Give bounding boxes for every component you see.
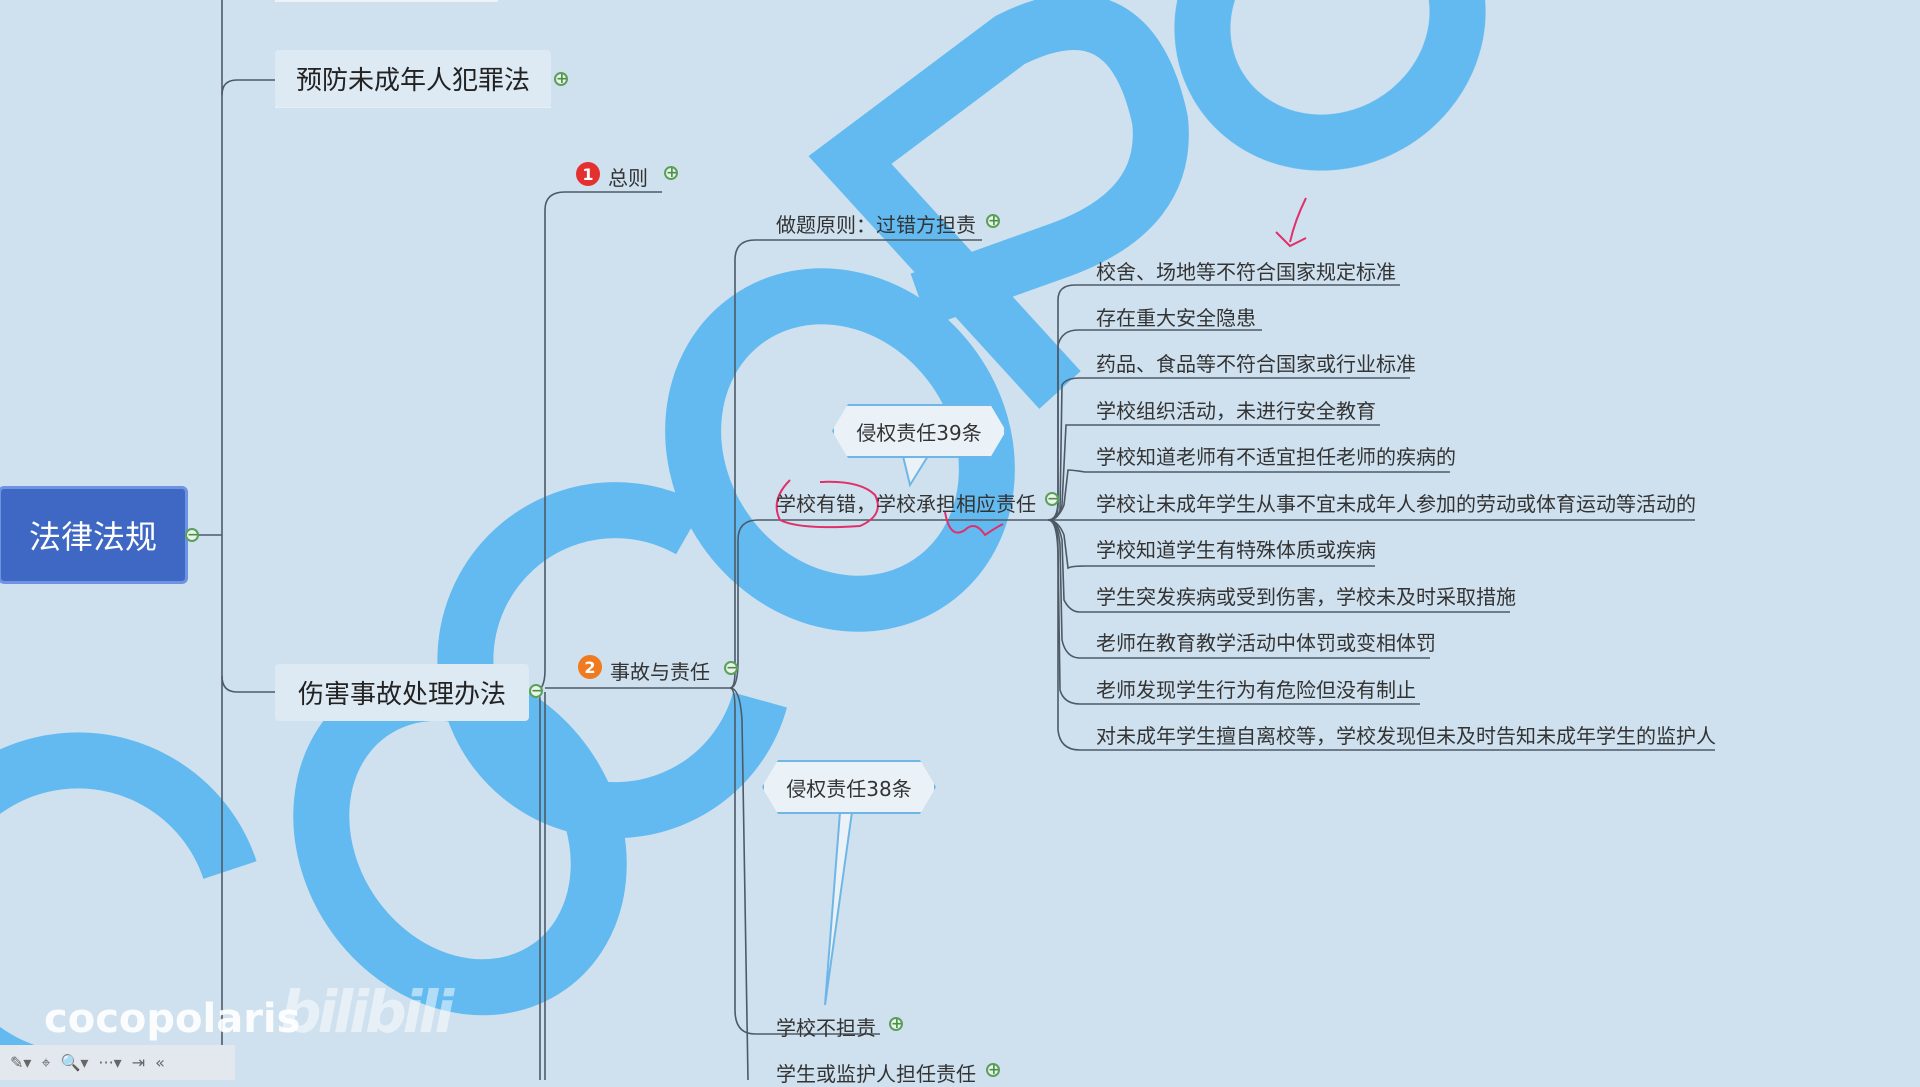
branch-injury-handling-label: 伤害事故处理办法 xyxy=(297,680,506,710)
leaf-item[interactable]: 校舍、场地等不符合国家规定标准 xyxy=(1096,260,1396,284)
bottom-toolbar: ✎▾ ⌖ 🔍▾ ···▾ ⇥ « xyxy=(0,1045,235,1080)
leaf-item[interactable]: 药品、食品等不符合国家或行业标准 xyxy=(1096,352,1416,376)
leaf-item[interactable]: 学校知道老师有不适宜担任老师的疾病的 xyxy=(1096,445,1456,469)
callout-38-pointer xyxy=(824,811,853,1006)
pen-tool-icon[interactable]: ✎▾ xyxy=(10,1053,32,1072)
root-collapse-toggle[interactable]: − xyxy=(185,527,199,543)
callout-tort-38: 侵权责任38条 xyxy=(762,760,936,814)
subnode-general-expand[interactable]: + xyxy=(664,165,678,181)
number-badge-1: 1 xyxy=(576,162,600,186)
leaf-item[interactable]: 学校让未成年学生从事不宜未成年人参加的劳动或体育运动等活动的 xyxy=(1096,492,1696,516)
leaf-item[interactable]: 老师发现学生行为有危险但没有制止 xyxy=(1096,678,1416,702)
callout-39-pointer xyxy=(902,455,929,488)
subnode-student-guardian-expand[interactable]: + xyxy=(986,1062,1000,1078)
branch-prevent-crime-expand[interactable]: + xyxy=(554,71,568,87)
collapse-panel-icon[interactable]: « xyxy=(155,1053,165,1072)
leaf-item[interactable]: 学校知道学生有特殊体质或疾病 xyxy=(1096,538,1376,562)
subnode-general[interactable]: 总则 xyxy=(608,166,648,190)
number-badge-2: 2 xyxy=(578,655,602,679)
ink-annotations xyxy=(775,197,1307,537)
export-icon[interactable]: ⇥ xyxy=(131,1053,146,1072)
connectors xyxy=(190,0,1715,1080)
subnode-principle[interactable]: 做题原则：过错方担责 xyxy=(776,213,976,237)
leaf-item[interactable]: 学校组织活动，未进行安全教育 xyxy=(1096,399,1376,423)
more-icon[interactable]: ···▾ xyxy=(98,1053,122,1072)
subnode-school-fault[interactable]: 学校有错，学校承担相应责任 xyxy=(776,492,1036,516)
channel-watermark: cocopolaris xyxy=(44,996,301,1042)
subnode-principle-expand[interactable]: + xyxy=(986,213,1000,229)
subnode-accident-liability-collapse[interactable]: − xyxy=(724,660,738,676)
root-label: 法律法规 xyxy=(28,518,157,556)
subnode-school-fault-collapse[interactable]: − xyxy=(1045,491,1059,507)
branch-prevent-crime-label: 预防未成年人犯罪法 xyxy=(295,66,530,96)
branch-injury-handling-collapse[interactable]: − xyxy=(529,683,543,699)
leaf-item[interactable]: 对未成年学生擅自离校等，学校发现但未及时告知未成年学生的监护人 xyxy=(1096,724,1716,748)
bilibili-logo: bilibili xyxy=(280,978,454,1046)
zoom-icon[interactable]: 🔍▾ xyxy=(60,1053,89,1072)
callout-tort-39: 侵权责任39条 xyxy=(832,404,1006,458)
subnode-school-not-liable-expand[interactable]: + xyxy=(889,1016,903,1032)
subnode-school-not-liable[interactable]: 学校不担责 xyxy=(776,1016,876,1040)
root-node[interactable]: 法律法规 xyxy=(0,486,188,584)
leaf-item[interactable]: 学生突发疾病或受到伤害，学校未及时采取措施 xyxy=(1096,585,1516,609)
subnode-student-guardian[interactable]: 学生或监护人担任责任 xyxy=(776,1062,976,1086)
branch-injury-handling[interactable]: 伤害事故处理办法 xyxy=(275,664,529,721)
leaf-item[interactable]: 存在重大安全隐患 xyxy=(1096,306,1256,330)
leaf-item[interactable]: 老师在教育教学活动中体罚或变相体罚 xyxy=(1096,631,1436,655)
subnode-accident-liability[interactable]: 事故与责任 xyxy=(610,660,710,684)
branch-prevent-crime[interactable]: 预防未成年人犯罪法 xyxy=(275,50,551,107)
pin-icon[interactable]: ⌖ xyxy=(41,1052,51,1072)
